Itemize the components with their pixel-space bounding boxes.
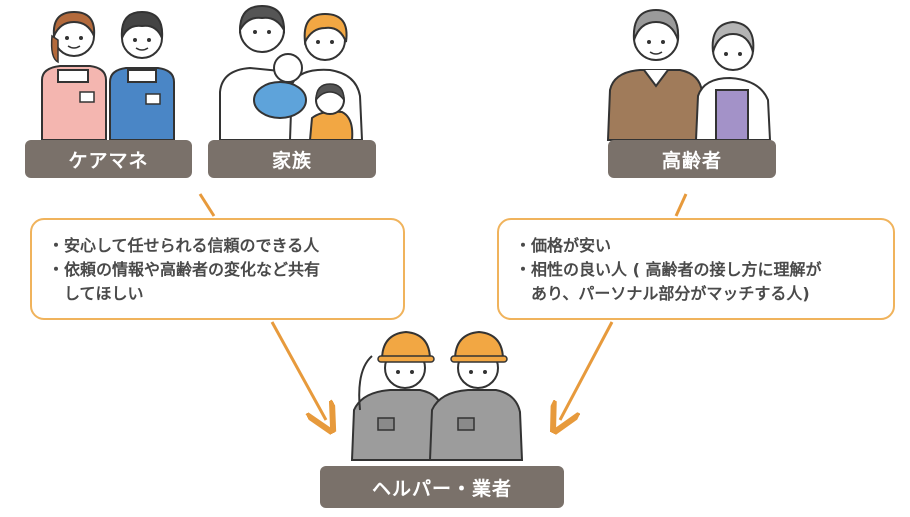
care-manager-illustration — [41, 10, 175, 141]
care-manager-label-text: ケアマネ — [68, 149, 149, 172]
bullet: ・ — [515, 236, 532, 255]
helper-label: ヘルパー・業者 — [320, 466, 564, 508]
left-note-item-2: ・ 依頼の情報や高齢者の変化など共有 — [48, 258, 387, 282]
elderly-label: 高齢者 — [608, 140, 776, 178]
bullet: ・ — [48, 236, 65, 255]
bullet: ・ — [515, 260, 532, 279]
right-note-item-1: ・ 価格が安い — [515, 234, 877, 258]
right-note: ・ 価格が安い ・ 相性の良い人 ( 高齢者の接し方に理解が あり、パーソナル部… — [497, 218, 895, 320]
right-note-line-3: あり、パーソナル部分がマッチする人) — [531, 284, 810, 303]
right-note-line-2: 相性の良い人 ( 高齢者の接し方に理解が — [531, 260, 822, 279]
left-note-line-2: 依頼の情報や高齢者の変化など共有 — [64, 260, 321, 279]
family-label-text: 家族 — [271, 149, 312, 172]
left-note-line-3: してほしい — [64, 284, 144, 303]
right-note-line-1: 価格が安い — [531, 236, 612, 255]
family-illustration — [219, 4, 364, 141]
bullet: ・ — [48, 260, 65, 279]
helper-label-text: ヘルパー・業者 — [371, 477, 512, 500]
left-note: ・ 安心して任せられる信頼のできる人 ・ 依頼の情報や高齢者の変化など共有 して… — [30, 218, 405, 320]
left-note-item-1: ・ 安心して任せられる信頼のできる人 — [48, 234, 387, 258]
left-note-line-1: 安心して任せられる信頼のできる人 — [64, 236, 320, 255]
arrow-left — [198, 193, 326, 420]
right-note-item-2: ・ 相性の良い人 ( 高齢者の接し方に理解が — [515, 258, 877, 282]
family-label: 家族 — [208, 140, 376, 178]
arrow-right — [560, 193, 688, 420]
helper-illustration — [350, 330, 524, 461]
care-manager-label: ケアマネ — [25, 140, 192, 178]
elderly-label-text: 高齢者 — [661, 149, 722, 172]
elderly-illustration — [606, 8, 772, 141]
